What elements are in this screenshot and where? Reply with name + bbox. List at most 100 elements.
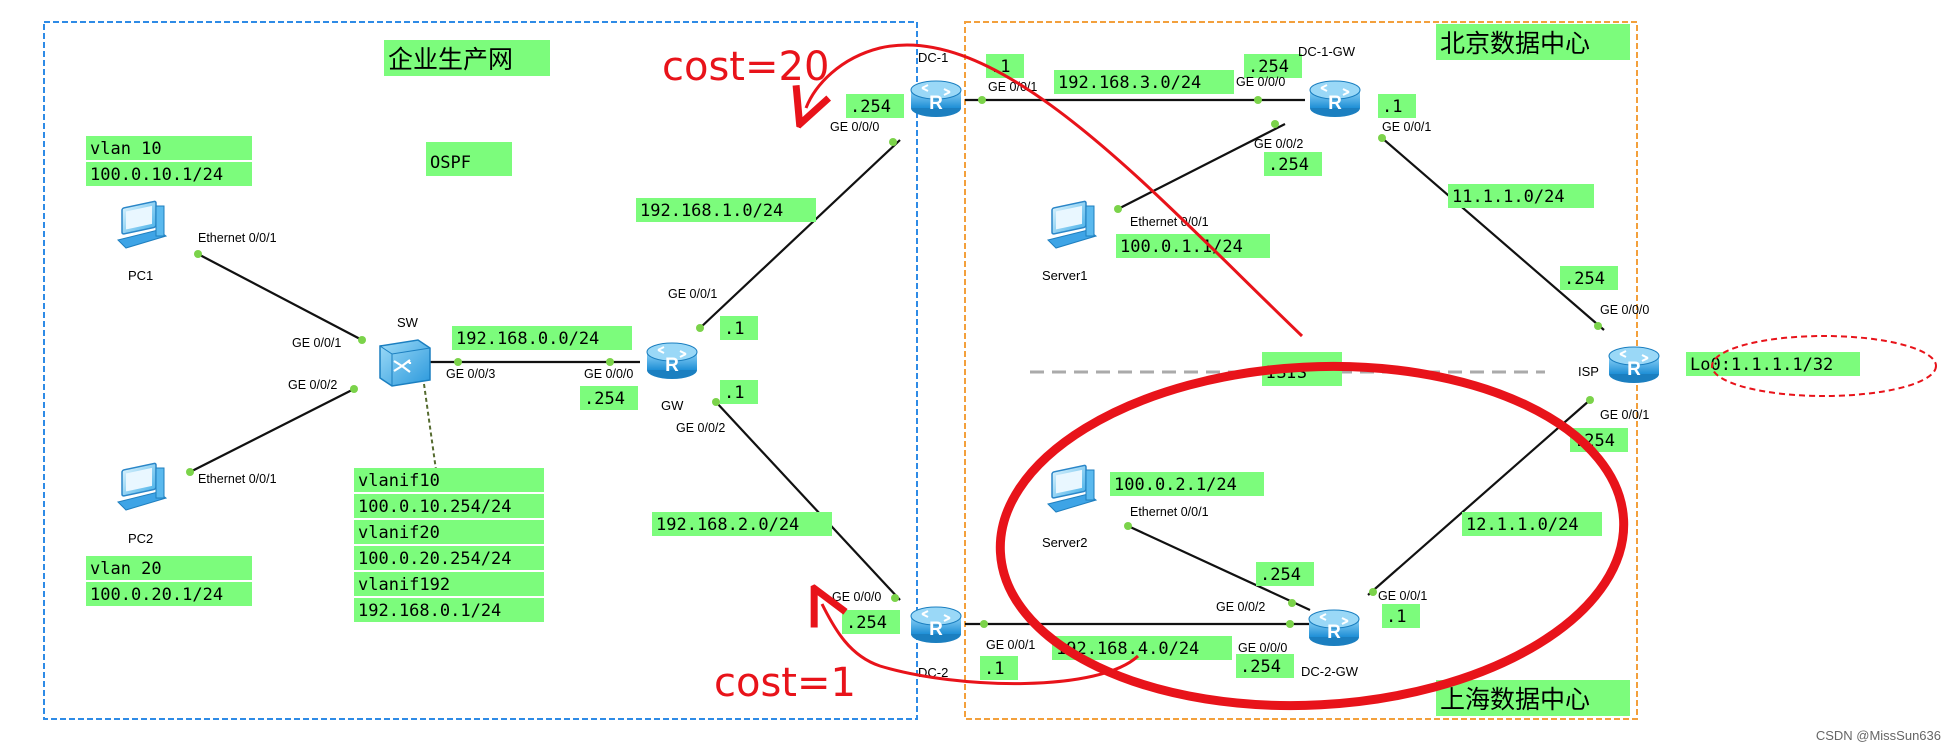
port-dot (891, 594, 899, 602)
net-dc1gw-isp-label-bg (1448, 184, 1594, 208)
zone-enterprise-title-text: 企业生产网 (388, 45, 513, 74)
zone-beijing-title-bg (1436, 24, 1630, 60)
link-sw-vlanif-callout (423, 383, 437, 471)
dc1gw-ge001-port: GE 0/0/1 (1382, 120, 1431, 134)
sw-vlanif20-ip-label-text: 100.0.20.254/24 (358, 549, 512, 569)
net-dc1gw-isp-label: 11.1.1.0/24 (1448, 184, 1594, 208)
dc1-router-icon[interactable] (910, 80, 962, 118)
dc2-1-label-text: .1 (984, 659, 1004, 679)
dc1-ge000-port: GE 0/0/0 (830, 120, 879, 134)
sw-vlanif20-label: vlanif20 (354, 520, 544, 544)
isp-ge001-port: GE 0/0/1 (1600, 408, 1649, 422)
dc1gw-router-icon[interactable] (1309, 80, 1361, 118)
server2-name: Server2 (1042, 535, 1088, 550)
pc1-eth-port: Ethernet 0/0/1 (198, 231, 277, 245)
dc1-ge001-port: GE 0/0/1 (988, 80, 1037, 94)
pc1-name: PC1 (128, 268, 153, 283)
zone-shanghai-title-text: 上海数据中心 (1440, 685, 1590, 714)
cost-bottom-label: cost=1 (714, 660, 856, 706)
link-server1-dc1gw (1117, 123, 1286, 210)
sw-vlanif10-label-bg (354, 468, 544, 492)
dc1-name: DC-1 (918, 50, 948, 65)
dc1gw-254-label-bg (1244, 54, 1302, 78)
pc2-vlan-label-text: vlan 20 (90, 559, 162, 579)
dc1gw-name: DC-1-GW (1298, 44, 1356, 59)
port-dot (350, 385, 358, 393)
link-dc1gw-isp (1381, 137, 1605, 331)
server1-name: Server1 (1042, 268, 1088, 283)
port-dot (978, 96, 986, 104)
cost-top-label: cost=20 (662, 44, 829, 90)
port-dot (712, 398, 720, 406)
port-dot (194, 250, 202, 258)
sw-vlanif192-ip-label-bg (354, 598, 544, 622)
gw-254-label-bg (580, 386, 638, 410)
sw-vlanif192-label-bg (354, 572, 544, 596)
port-dot (1114, 205, 1122, 213)
net-gw-dc1-label-bg (636, 198, 816, 222)
ospf-label-bg (426, 142, 512, 176)
dc1gw-server-254-label-text: .254 (1268, 155, 1309, 175)
dc2-1-label: .1 (980, 656, 1018, 680)
dc2gw-ge001-port: GE 0/0/1 (1378, 589, 1427, 603)
dc1-1-label-text: .1 (990, 57, 1010, 77)
zone-beijing-title-text: 北京数据中心 (1440, 29, 1590, 58)
port-dot (696, 324, 704, 332)
server1-pc-icon[interactable] (1047, 200, 1097, 249)
net-dc2-dc2gw-label-text: 192.168.4.0/24 (1056, 639, 1199, 659)
dc2-254-label: .254 (842, 610, 900, 634)
dc1-254-label-bg (846, 94, 904, 118)
port-dot (1288, 599, 1296, 607)
isp-name: ISP (1578, 364, 1599, 379)
port-dot (606, 358, 614, 366)
ospf-label-text: OSPF (430, 153, 471, 173)
sw-vlanif20-ip-label: 100.0.20.254/24 (354, 546, 544, 570)
watermark: CSDN @MissSun636 (1816, 728, 1941, 743)
dc2gw-254-label-text: .254 (1240, 657, 1281, 677)
dc2gw-router-icon[interactable] (1308, 609, 1360, 647)
dc1-254-label-text: .254 (850, 97, 891, 117)
pc2-ip-label-text: 100.0.20.1/24 (90, 585, 223, 605)
gw-top-1-label: .1 (720, 316, 758, 340)
pc1-icon[interactable] (117, 200, 167, 249)
pc2-vlan-label-bg (86, 556, 252, 580)
isp-router-icon[interactable] (1608, 346, 1660, 384)
dc2gw-1-label-bg (1382, 604, 1420, 628)
isis-highlight-ellipse (995, 361, 1629, 711)
isp-ge000-port: GE 0/0/0 (1600, 303, 1649, 317)
gw-bot-1-label-text: .1 (724, 383, 744, 403)
dc1gw-254-label-text: .254 (1248, 57, 1289, 77)
port-dots (186, 96, 1602, 628)
net-dc1gw-isp-label-text: 11.1.1.0/24 (1452, 187, 1565, 207)
dc2-254-label-bg (842, 610, 900, 634)
gw-router-icon[interactable] (646, 342, 698, 380)
dc2gw-1-label-text: .1 (1386, 607, 1406, 627)
dc2gw-name: DC-2-GW (1301, 664, 1359, 679)
dc2-router-icon[interactable] (910, 606, 962, 644)
pc2-vlan-label: vlan 20 (86, 556, 252, 580)
sw-vlanif10-ip-label: 100.0.10.254/24 (354, 494, 544, 518)
links (189, 98, 1605, 626)
pc2-icon[interactable] (117, 462, 167, 511)
sw-switch-icon[interactable] (378, 338, 432, 388)
pc1-ip-label: 100.0.10.1/24 (86, 162, 252, 186)
sw-vlanif20-label-bg (354, 520, 544, 544)
dc2-1-label-bg (980, 656, 1018, 680)
port-dot (454, 358, 462, 366)
dc1gw-ge000-port: GE 0/0/0 (1236, 75, 1285, 89)
server2-pc-icon[interactable] (1047, 464, 1097, 513)
dc1gw-1-label-bg (1378, 94, 1416, 118)
port-dot (980, 620, 988, 628)
zone-enterprise-title-bg (384, 40, 550, 76)
link-pc1-sw (197, 253, 363, 341)
server1-ip-label-text: 100.0.1.1/24 (1120, 237, 1243, 257)
zone-shanghai-title-bg (1436, 680, 1630, 716)
dc1-1-label: .1 (986, 54, 1024, 78)
dc2gw-ge000-port: GE 0/0/0 (1238, 641, 1287, 655)
gw-ge000-port: GE 0/0/0 (584, 367, 633, 381)
port-dot (1369, 588, 1377, 596)
dc2gw-1-label: .1 (1382, 604, 1420, 628)
lo0-ellipse (1711, 335, 1937, 397)
port-dot (1286, 620, 1294, 628)
port-dot (186, 468, 194, 476)
